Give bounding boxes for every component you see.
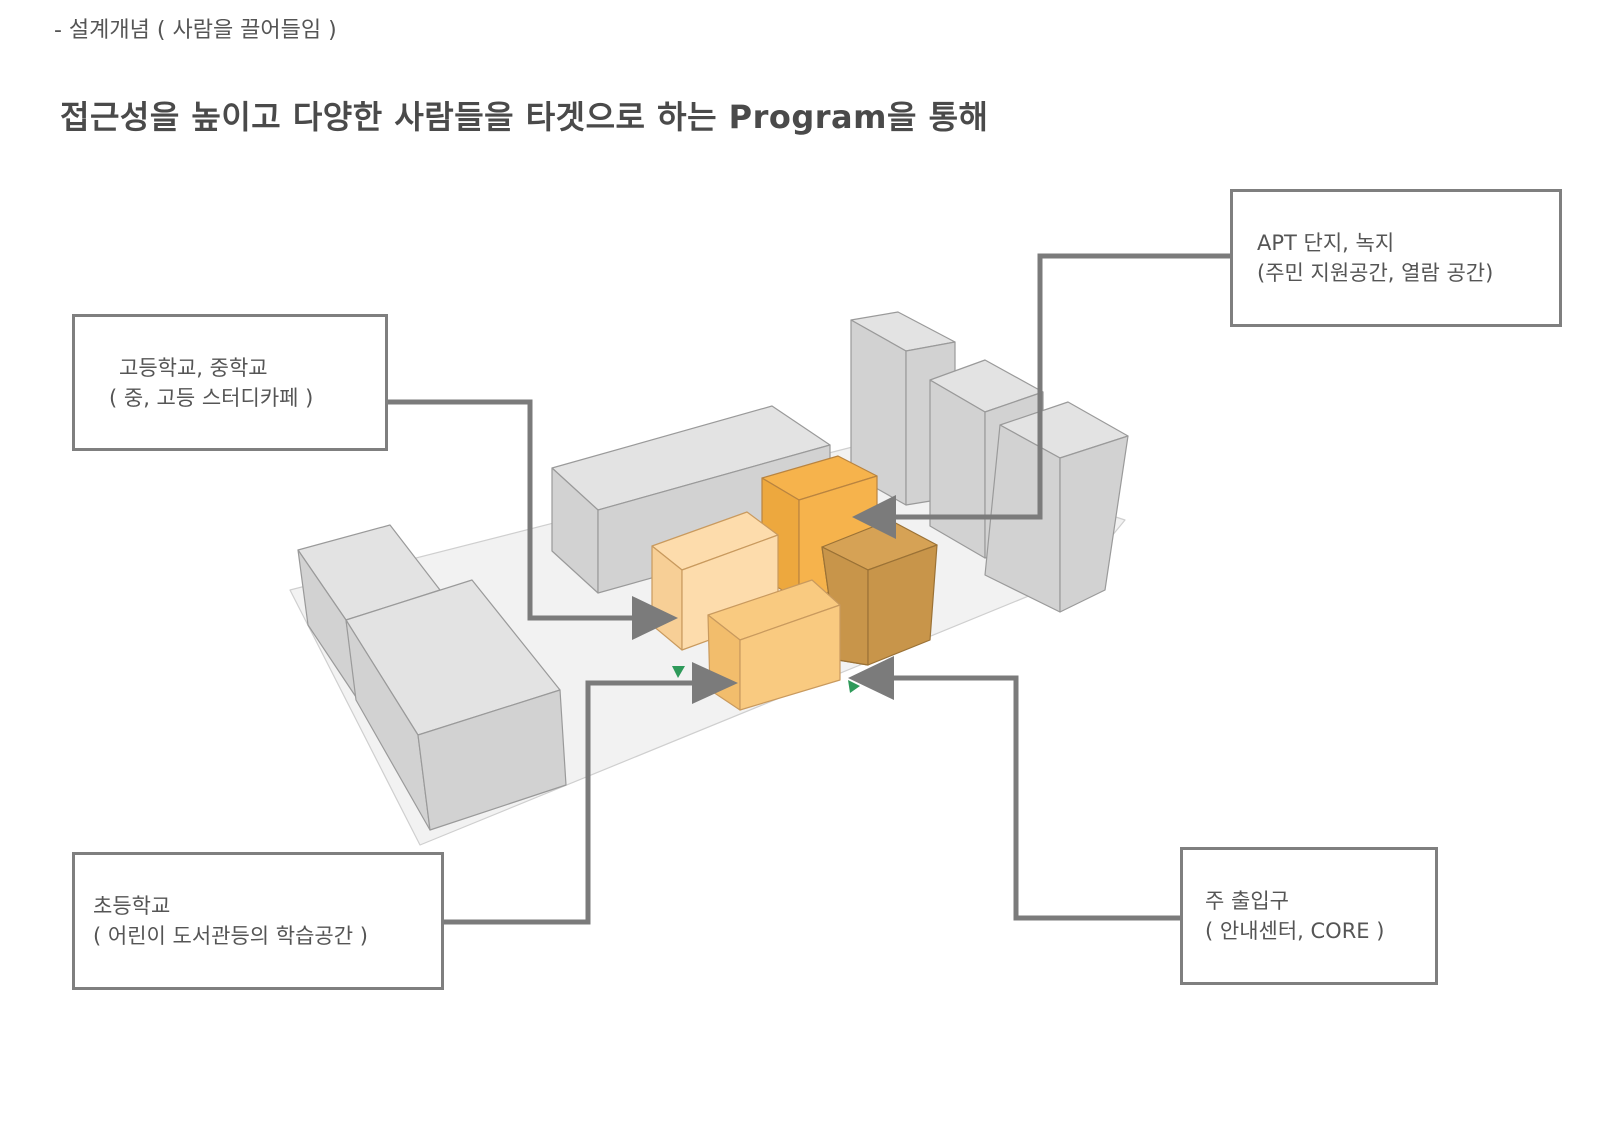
callout-highschool: 고등학교, 중학교 ( 중, 고등 스터디카페 )	[72, 314, 388, 451]
callout-apt-line1: APT 단지, 녹지	[1257, 231, 1395, 255]
entrance-marker-left	[672, 666, 685, 678]
callout-entrance-line2: ( 안내센터, CORE )	[1205, 919, 1385, 943]
diagram-subtitle: - 설계개념 ( 사람을 끌어들임 )	[54, 18, 337, 43]
diagram-title: 접근성을 높이고 다양한 사람들을 타겟으로 하는 Program을 통해	[60, 98, 989, 136]
leader-line-apt	[895, 253, 1230, 520]
callout-elementary-line2: ( 어린이 도서관등의 학습공간 )	[93, 924, 368, 948]
context-block-left-back	[297, 524, 441, 701]
context-tower-3	[984, 401, 1129, 613]
callout-entrance: 주 출입구 ( 안내센터, CORE )	[1180, 847, 1438, 985]
context-block-left-front	[345, 579, 567, 831]
program-volume-brown	[821, 519, 938, 666]
arrowhead-highschool	[632, 596, 678, 640]
callout-highschool-line2: ( 중, 고등 스터디카페 )	[109, 385, 314, 410]
leader-line-entrance	[890, 675, 1180, 921]
entrance-marker-right	[848, 680, 860, 693]
callout-apt: APT 단지, 녹지 (주민 지원공간, 열람 공간)	[1230, 189, 1562, 327]
arrowhead-entrance	[848, 656, 894, 700]
arrowhead-apt	[852, 495, 896, 539]
arrowhead-elementary	[692, 662, 738, 704]
callout-elementary-line1: 초등학교	[93, 894, 171, 918]
callout-entrance-line1: 주 출입구	[1205, 889, 1289, 913]
leader-line-elementary	[444, 680, 695, 925]
callout-elementary: 초등학교 ( 어린이 도서관등의 학습공간 )	[72, 852, 444, 990]
leader-line-highschool	[388, 399, 640, 621]
callout-apt-line2: (주민 지원공간, 열람 공간)	[1257, 261, 1494, 285]
callout-highschool-line1: 고등학교, 중학교	[119, 355, 268, 380]
